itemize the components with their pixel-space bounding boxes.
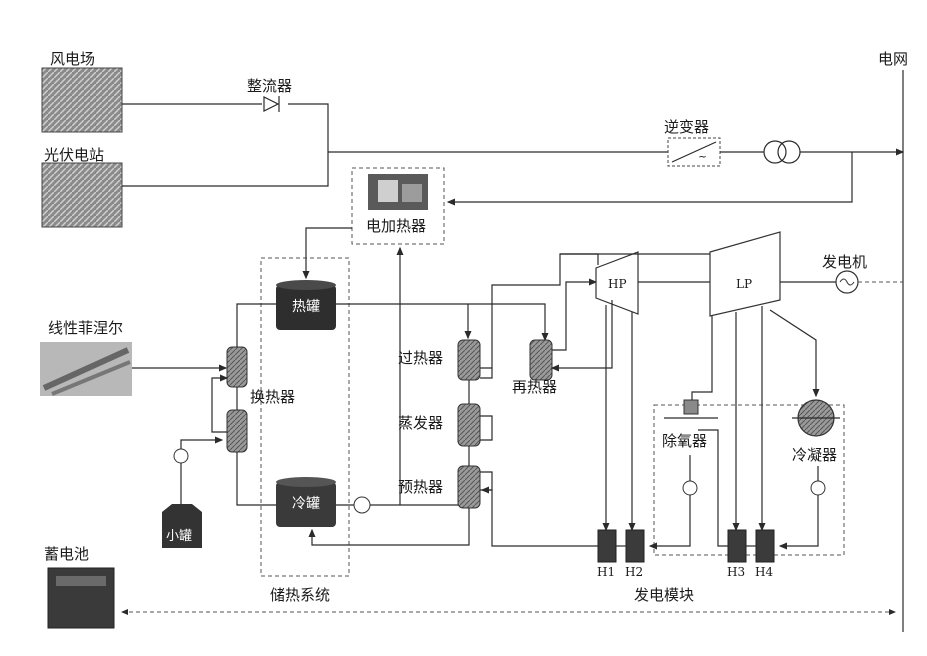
heater-h4: H4: [755, 530, 774, 579]
wind-farm: 风电场: [42, 50, 122, 132]
heater-h4-label: H4: [755, 565, 773, 579]
linear-fresnel-label: 线性菲涅尔: [48, 319, 123, 337]
hot-tank-label: 热罐: [292, 299, 320, 315]
linear-fresnel-field: 线性菲涅尔: [40, 319, 132, 396]
lp-turbine: LP: [710, 232, 780, 316]
battery-label: 蓄电池: [44, 545, 89, 563]
hot-tank: 热罐: [276, 280, 336, 330]
deaerator: 除氧器: [662, 400, 718, 450]
thermal-storage-label: 储热系统: [270, 586, 330, 604]
condenser: 冷凝器: [792, 400, 840, 464]
generator-icon: [836, 271, 858, 293]
hp-turbine-label: HP: [608, 277, 627, 291]
cold-tank-label: 冷罐: [292, 496, 320, 512]
deaerator-label: 除氧器: [662, 432, 707, 450]
small-tank-pump-icon: [174, 449, 188, 463]
evaporator: [458, 404, 480, 446]
heater-h1-label: H1: [597, 565, 615, 579]
grid-label: 电网: [878, 50, 908, 68]
superheater: [458, 340, 480, 380]
heater-h3-label: H3: [727, 565, 745, 579]
electric-heater-label: 电加热器: [366, 217, 426, 235]
preheater-label: 预热器: [398, 478, 443, 496]
rectifier-diode-icon: [264, 96, 279, 112]
heater-h2-label: H2: [625, 565, 643, 579]
condenser-label: 冷凝器: [792, 446, 837, 464]
heat-exchanger-label: 换热器: [250, 388, 295, 406]
reheater: [530, 340, 552, 380]
storage-pump-icon: [354, 497, 370, 513]
battery: 蓄电池: [44, 545, 114, 628]
evaporator-label: 蒸发器: [398, 414, 443, 432]
lp-turbine-label: LP: [736, 277, 752, 291]
reheater-label: 再热器: [512, 378, 557, 396]
heater-h2: H2: [625, 530, 644, 579]
superheater-label: 过热器: [398, 349, 443, 367]
small-tank: 小罐: [162, 504, 202, 548]
small-tank-label: 小罐: [166, 529, 192, 544]
deaerator-pump-icon: [683, 481, 697, 495]
heat-exchanger-2: [227, 410, 247, 452]
inverter-box: ~: [668, 138, 720, 166]
svg-text:~: ~: [698, 150, 707, 163]
pv-station: 光伏电站: [42, 146, 122, 227]
cold-tank: 冷罐: [276, 477, 336, 527]
electric-heater: 电加热器: [352, 168, 444, 244]
condenser-pump-icon: [811, 481, 825, 495]
power-module-label: 发电模块: [634, 586, 694, 604]
generator-label: 发电机: [822, 253, 867, 271]
wind-farm-label: 风电场: [50, 50, 95, 68]
preheater: [458, 466, 480, 508]
hp-turbine: HP: [596, 252, 638, 314]
pv-station-label: 光伏电站: [44, 146, 104, 164]
heater-h3: H3: [727, 530, 746, 579]
transformer-icon: [764, 141, 800, 163]
heat-exchanger-1: [227, 347, 247, 387]
rectifier-label: 整流器: [247, 77, 292, 95]
inverter-label: 逆变器: [664, 118, 709, 136]
heater-h1: H1: [597, 530, 616, 579]
